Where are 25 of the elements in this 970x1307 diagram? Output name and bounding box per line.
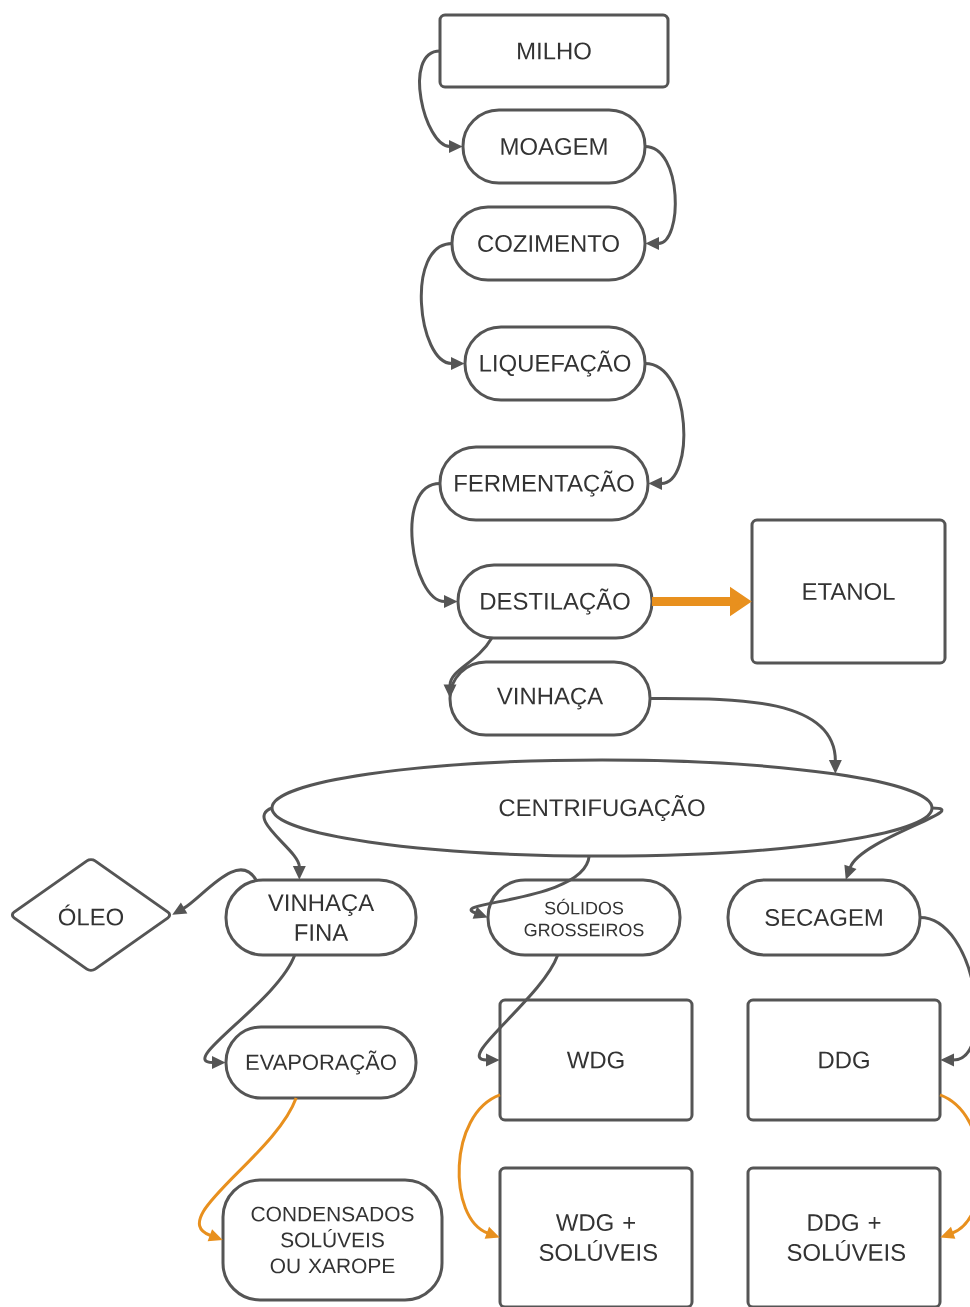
process-box: WDG bbox=[498, 998, 694, 1122]
process-box: MILHO bbox=[438, 13, 670, 89]
arrow bbox=[939, 1093, 970, 1239]
process-box: ETANOL bbox=[750, 518, 947, 665]
arrow bbox=[644, 362, 686, 490]
process-box: DDG + SOLÚVEIS bbox=[746, 1166, 942, 1307]
arrow bbox=[919, 916, 970, 1067]
process-box: EVAPORAÇÃO bbox=[224, 1025, 418, 1100]
process-box: MOAGEM bbox=[461, 108, 647, 185]
arrow bbox=[457, 1093, 501, 1239]
process-box: DESTILAÇÃO bbox=[456, 563, 654, 640]
arrow bbox=[470, 855, 591, 919]
arrow bbox=[198, 1097, 298, 1242]
arrow bbox=[644, 145, 677, 250]
process-box: CONDENSADOS SOLÚVEIS OU XAROPE bbox=[221, 1178, 444, 1302]
process-box: COZIMENTO bbox=[450, 205, 647, 282]
process-box: VINHAÇA bbox=[448, 660, 652, 737]
arrow bbox=[203, 954, 297, 1069]
process-box: SÓLIDOS GROSSEIROS bbox=[486, 878, 682, 957]
process-box: FERMENTAÇÃO bbox=[438, 445, 650, 522]
process-box: DDG bbox=[746, 998, 942, 1122]
process-box: WDG + SOLÚVEIS bbox=[498, 1166, 694, 1307]
process-box: LIQUEFAÇÃO bbox=[463, 325, 647, 402]
process-box: SECAGEM bbox=[726, 878, 922, 957]
process-box: VINHAÇA FINA bbox=[224, 878, 418, 957]
